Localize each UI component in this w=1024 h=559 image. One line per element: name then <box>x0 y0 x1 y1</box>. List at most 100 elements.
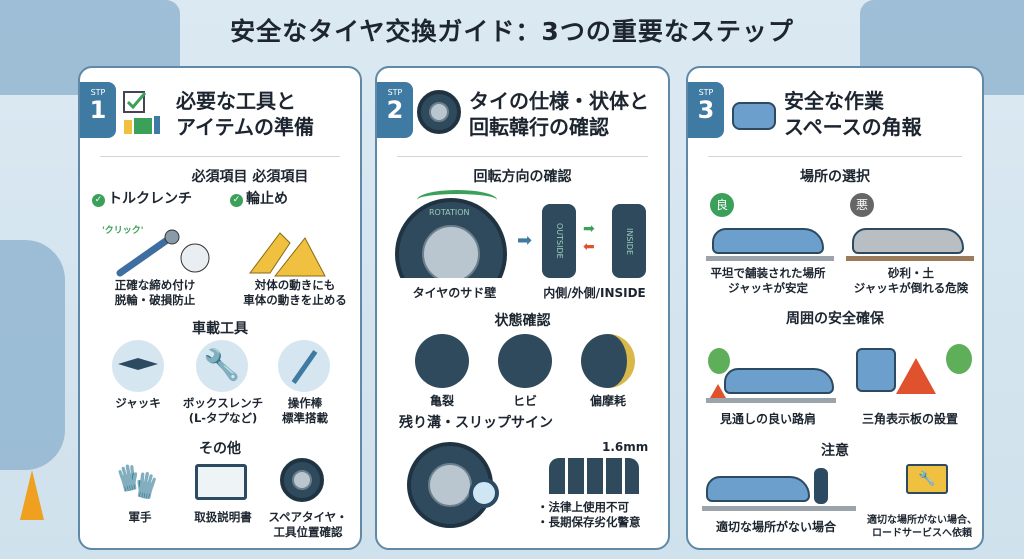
divider <box>397 156 648 157</box>
condition-header: 状態確認 <box>494 313 551 329</box>
roadside-ground <box>706 398 836 403</box>
crack-icon <box>415 334 469 388</box>
step-number: 2 <box>386 96 404 124</box>
step-number: 1 <box>89 96 107 124</box>
desc-line: 脱輪・破損防止 <box>114 293 196 307</box>
label-line: 標準搭載 <box>282 411 328 425</box>
click-note: 'クリック' <box>102 226 144 236</box>
tread-note: ・長期保存劣化警意 <box>537 515 641 529</box>
uneven-wear-icon <box>581 334 635 388</box>
roadside-service-label: 適切な場所がない場合、ロードサービスへ依頼 <box>858 514 982 540</box>
step-title-line: 安全な作業 <box>784 89 884 113</box>
other-header: その他 <box>199 441 241 457</box>
car-on-gravel <box>852 228 964 254</box>
divider <box>708 156 962 157</box>
divider <box>100 156 340 157</box>
rotation-arrow-icon <box>417 190 497 210</box>
tread-header: 残り溝・スリップサイン <box>399 415 553 431</box>
spare-tire-icon <box>280 458 324 502</box>
onboard-tools-header: 車載工具 <box>192 321 248 337</box>
rotation-header: 回転方向の確認 <box>473 169 572 185</box>
car-front-icon <box>732 102 776 130</box>
car-roadside <box>724 368 834 394</box>
required-item-torque-wrench: ✓トルクレンチ <box>92 192 192 207</box>
page-title: 安全なタイヤ交換ガイド：3つの重要なステップ <box>230 17 794 46</box>
caution-header: 注意 <box>821 443 849 459</box>
label-line: 平坦で舗装された場所 <box>710 266 826 280</box>
gravel-ground <box>846 256 974 261</box>
wheel-chock-desc: 対体の動きにも車体の動きを止める <box>230 278 360 308</box>
label-line: 操作棒 <box>287 396 323 410</box>
swap-arrows-icon: ➡⬅ <box>583 221 595 255</box>
inside-outside-label: 内側/外側/INSIDE <box>543 286 646 300</box>
step-title-line: アイテムの準備 <box>176 115 314 139</box>
background-car-bottom-left <box>0 240 65 470</box>
item-label: トルクレンチ <box>108 191 192 207</box>
condition-label: ヒビ <box>512 394 537 408</box>
traffic-cone-icon <box>20 470 44 520</box>
label-line: ジャッキが倒れる危険 <box>853 281 969 295</box>
tire-sidewall-illustration: ROTATION <box>395 198 507 278</box>
label-line: 軍手 <box>128 510 152 524</box>
onboard-item-label: ボックスレンチ(L-タプなど) <box>176 396 270 426</box>
safety-label: 三角表示板の設置 <box>861 412 958 426</box>
desc-line: 対体の動きにも <box>254 278 336 292</box>
tread-depth-label: 1.6mm <box>602 440 649 454</box>
label-line: スペアタイヤ・ <box>268 510 348 524</box>
tree-icon <box>708 348 730 374</box>
step-title: 必要な工具とアイテムの準備 <box>176 88 314 140</box>
tire-tread-outside: OUTSIDE <box>542 204 576 278</box>
label-line: (L-タプなど) <box>188 411 258 425</box>
step-badge-label: STP <box>90 88 106 97</box>
step-title: タイの仕様・状体と回転韓行の確認 <box>469 88 649 140</box>
tread-notes: ・法律上使用不可・長期保存劣化警意 <box>537 500 641 530</box>
required-item-wheel-chock: ✓輪止め <box>230 192 288 207</box>
arrow-right-icon: ➡ <box>517 230 533 251</box>
box-wrench-icon: 🔧 <box>196 340 248 392</box>
paved-ground <box>706 256 834 261</box>
good-location-label: 平坦で舗装された場所ジャッキが安定 <box>698 266 838 296</box>
warning-triangle-icon <box>896 358 936 394</box>
required-header: 必須項目 必須項目 <box>191 169 309 185</box>
check-icon: ✓ <box>230 194 243 207</box>
rotation-text: ROTATION <box>429 208 470 217</box>
wheel-chock-icon <box>249 232 326 277</box>
torque-wrench-desc: 正確な締め付け脱輪・破損防止 <box>100 278 210 308</box>
onboard-item-label: 操作棒標準搭載 <box>268 396 342 426</box>
condition-label: 亀裂 <box>429 394 454 408</box>
sidewall-label: タイヤのサド壁 <box>412 286 497 300</box>
item-label: 輪止め <box>246 191 288 207</box>
tree-icon <box>946 344 972 374</box>
location-header: 場所の選択 <box>800 169 870 185</box>
car-on-paved-ground <box>712 228 824 254</box>
step-badge-label: STP <box>387 88 403 97</box>
other-item-label: スペアタイヤ・工具位置確認 <box>260 510 356 540</box>
tow-truck-icon: 🔧 <box>906 464 948 494</box>
label-line: ジャッキ <box>115 396 161 410</box>
torque-wrench-icon <box>116 229 210 277</box>
label-line: ボックスレンチ <box>182 396 264 410</box>
other-item-label: 軍手 <box>100 510 180 525</box>
condition-label: 偏摩耗 <box>589 394 626 408</box>
manual-book-icon <box>195 464 247 500</box>
label-line: ジャッキが安定 <box>728 281 808 295</box>
tire-tread-inside: INSIDE <box>612 204 646 278</box>
step-title-line: タイの仕様・状体と <box>469 89 649 113</box>
safety-label: 見通しの良い路肩 <box>719 412 816 426</box>
safety-header: 周囲の安全確保 <box>786 311 884 327</box>
gloves-icon: 🧤 <box>116 462 159 502</box>
tire-magnifier-icon <box>417 90 461 134</box>
bad-location-label: 砂利・土ジャッキが倒れる危険 <box>838 266 982 296</box>
caution-label: 適切な場所がない場合 <box>715 520 836 534</box>
operating-rod-icon <box>278 340 330 392</box>
label-line: ロードサービスへ依頼 <box>872 528 972 539</box>
step-badge-label: STP <box>698 88 714 97</box>
step-title-line: 回転韓行の確認 <box>469 115 609 139</box>
tread-note: ・法律上使用不可 <box>537 500 629 514</box>
tread-cross-section <box>549 458 639 494</box>
other-item-label: 取扱説明書 <box>178 510 268 525</box>
jack-icon <box>112 340 164 392</box>
